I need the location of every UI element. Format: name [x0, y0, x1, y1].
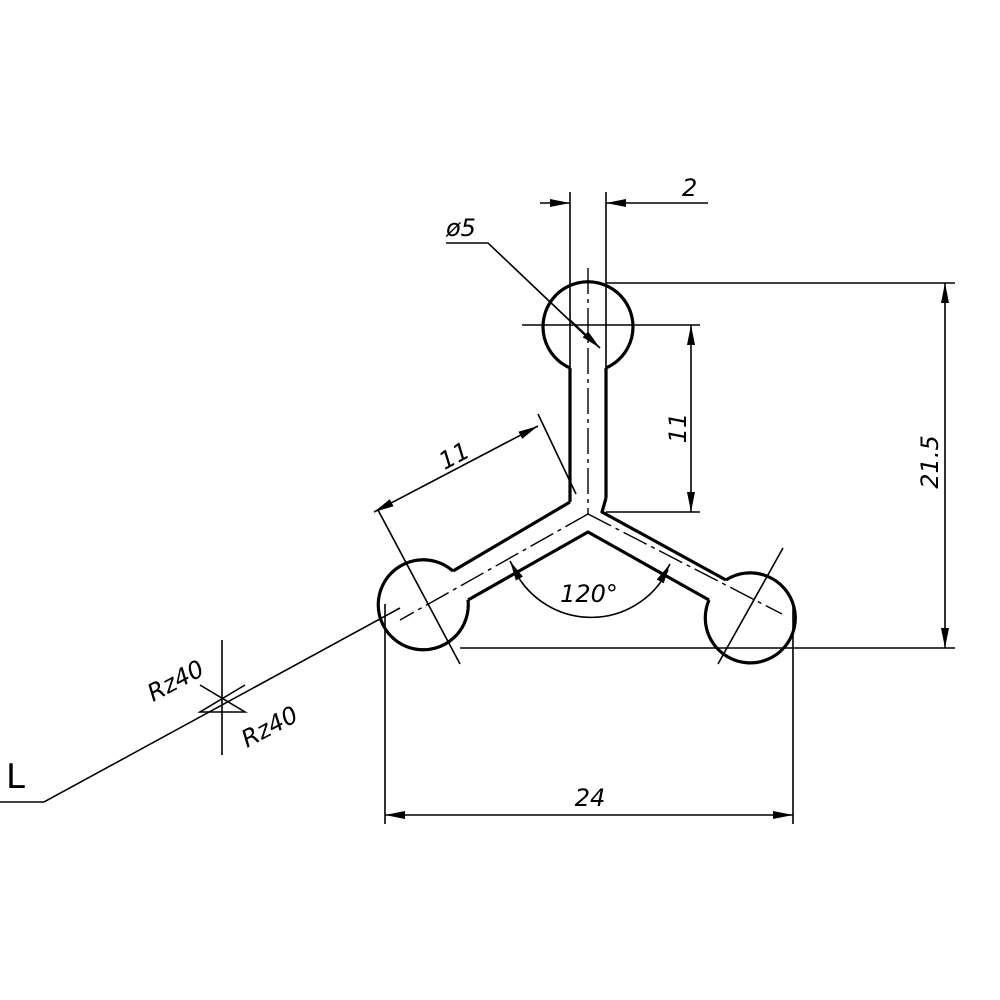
- dim-bulb-diameter: ø5: [445, 214, 601, 349]
- surface-finish: Rz40 Rz40 L: [0, 607, 401, 803]
- dim-120-label: 120°: [560, 580, 618, 608]
- dim-11-vertical-label: 11: [664, 413, 692, 444]
- rz40-upper-label: Rz40: [143, 654, 209, 707]
- dim-11-slanted-label: 11: [434, 436, 474, 475]
- dim-total-height: 21.5: [460, 282, 955, 649]
- dim-left-arm-length: 11: [373, 413, 577, 513]
- rz40-lower-label: Rz40: [237, 700, 303, 753]
- left-bulb: [376, 558, 470, 652]
- corner-symbol: L: [6, 757, 25, 797]
- dim-24-label: 24: [575, 784, 606, 812]
- dim-total-width: 24: [384, 604, 794, 824]
- dim-top-arm-length: 11: [606, 325, 700, 513]
- dim-d5-label: ø5: [445, 214, 476, 242]
- dim-wall-thickness: 2: [540, 174, 708, 368]
- dim-angle: 120°: [509, 560, 671, 619]
- right-bulb: [703, 571, 797, 665]
- center-lines: [377, 268, 784, 665]
- profile-outline: [376, 280, 797, 665]
- dim-2-label: 2: [682, 174, 697, 202]
- dim-21-5-label: 21.5: [916, 435, 944, 488]
